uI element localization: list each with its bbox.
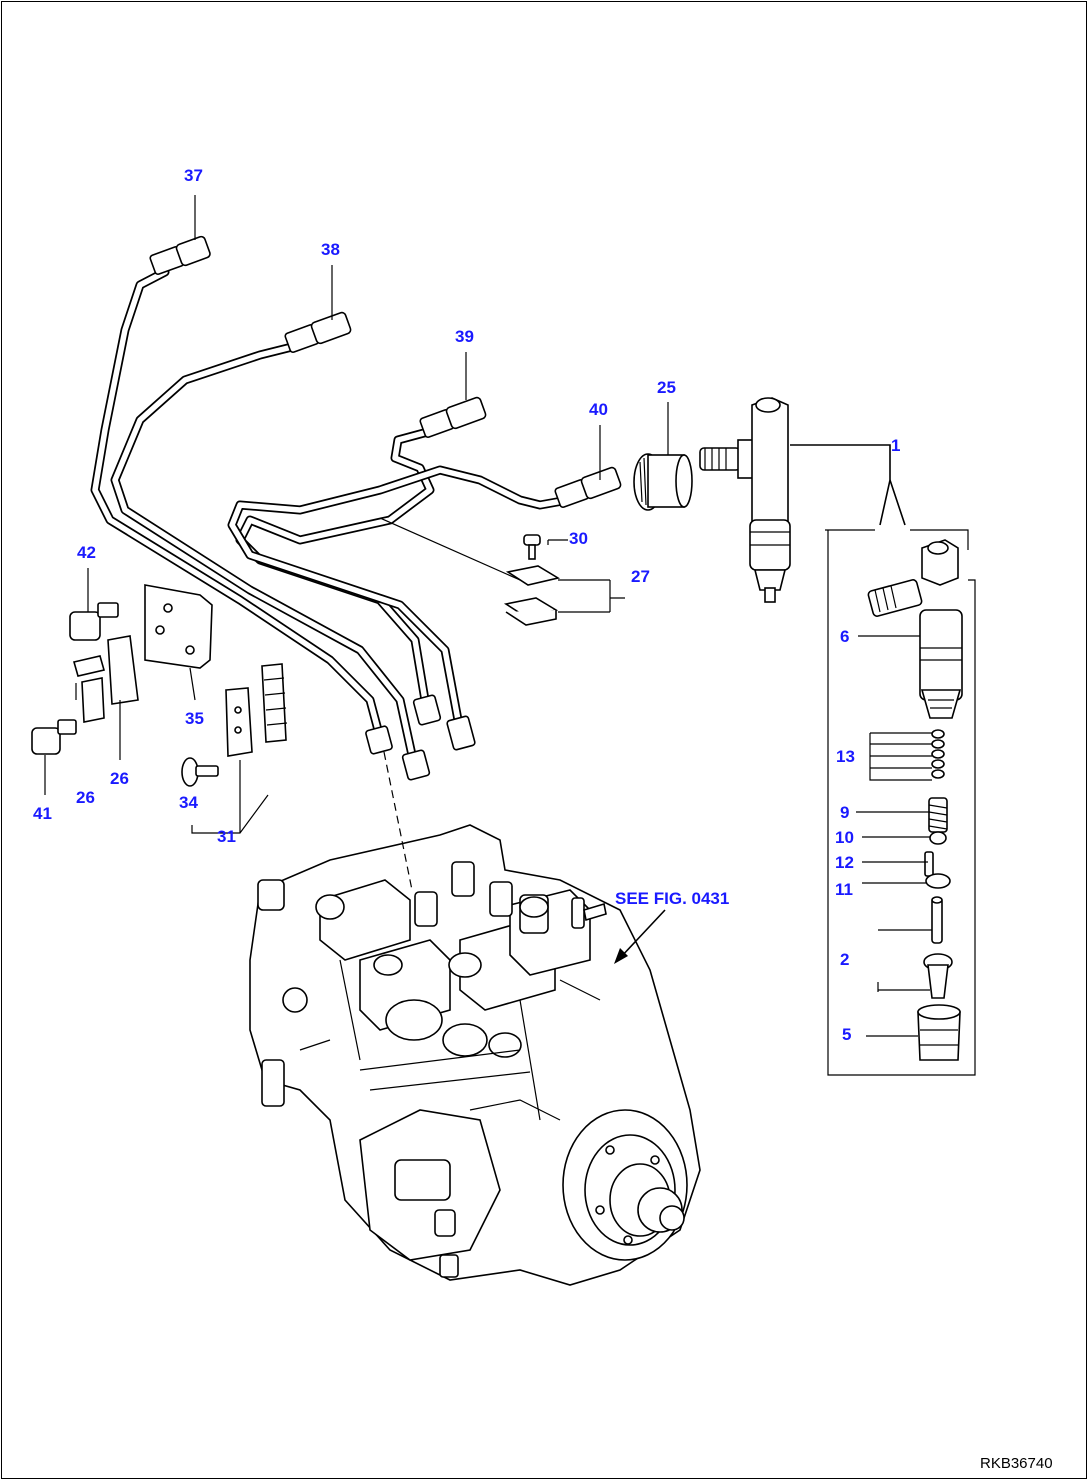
- callout-35: 35: [185, 709, 204, 728]
- callout-13: 13: [836, 747, 855, 766]
- callout-31: 31: [217, 827, 236, 846]
- leader-1: [790, 444, 976, 1076]
- callout-34: 34: [179, 793, 198, 812]
- exploded-leaders: [856, 635, 932, 1037]
- callout-6: 6: [840, 627, 849, 646]
- nozzle-gasket-25: [633, 453, 693, 511]
- callout-30: 30: [569, 529, 588, 548]
- callout-12: 12: [835, 853, 854, 872]
- fuel-injection-pump: [249, 824, 701, 1286]
- callout-10: 10: [835, 828, 854, 847]
- callout-37: 37: [184, 166, 203, 185]
- callout-1: 1: [891, 436, 900, 455]
- callout-leaders: [44, 195, 669, 795]
- callout-11: 11: [835, 880, 853, 899]
- callout-26-lower: 26: [76, 788, 95, 807]
- injection-pipes: [90, 267, 573, 760]
- callout-5: 5: [842, 1025, 851, 1044]
- pipe-clamp-27: [379, 517, 625, 626]
- callout-labels: 37 38 39 40 25 1 30 27 42 35 26 26 41 34…: [33, 166, 900, 1044]
- callout-41: 41: [33, 804, 52, 823]
- callout-39: 39: [455, 327, 474, 346]
- callout-40: 40: [589, 400, 608, 419]
- callout-38: 38: [321, 240, 340, 259]
- pipe-routing-line: [383, 751, 413, 891]
- pipe-nuts: [149, 235, 622, 781]
- callout-2: 2: [840, 950, 849, 969]
- exploded-injector-parts: [867, 539, 963, 1061]
- callout-27: 27: [631, 567, 650, 586]
- reference-arrow: [614, 909, 666, 964]
- injector-assembly-1: [699, 397, 791, 603]
- see-figure-reference: SEE FIG. 0431: [615, 889, 729, 908]
- callout-42: 42: [77, 543, 96, 562]
- bracket-parts: [31, 584, 288, 834]
- callout-25: 25: [657, 378, 676, 397]
- drawing-code: RKB36740: [980, 1455, 1053, 1472]
- callout-9: 9: [840, 803, 849, 822]
- callout-26-upper: 26: [110, 769, 129, 788]
